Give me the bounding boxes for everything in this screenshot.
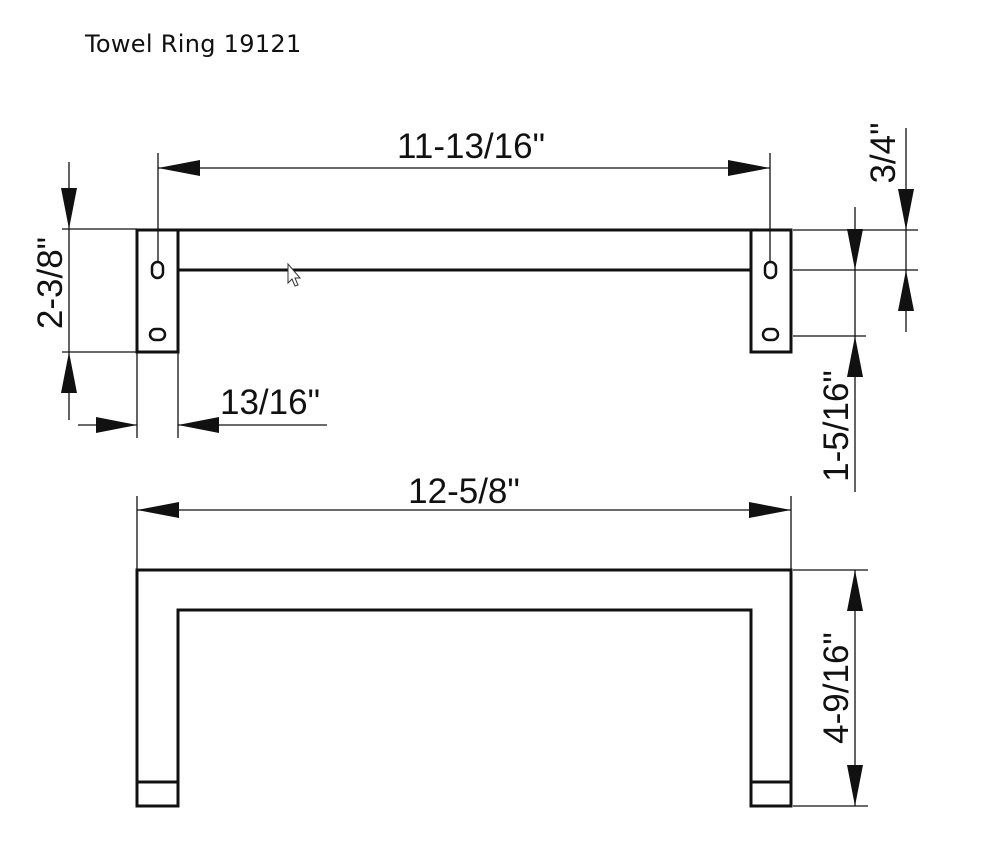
left-foot <box>135 780 180 808</box>
dimension-bracket-height: 2-3/8" <box>31 162 137 420</box>
dimension-top-width: 11-13/16" <box>157 127 771 262</box>
right-foot <box>749 780 793 808</box>
dim-label-bracket-height: 2-3/8" <box>31 237 70 329</box>
dim-label-top-offset: 3/4" <box>864 122 903 183</box>
ring-outer-edge <box>135 568 793 806</box>
right-bracket <box>749 228 793 354</box>
dimension-bracket-width: 13/16" <box>78 352 327 438</box>
dim-label-overall-width: 12-5/8" <box>408 472 520 511</box>
top-view <box>135 568 793 808</box>
mounting-hole-left-top <box>150 260 165 280</box>
dimension-projection: 4-9/16" <box>793 569 868 807</box>
dimension-overall-width: 12-5/8" <box>136 472 792 570</box>
dim-label-top-width: 11-13/16" <box>397 127 545 166</box>
mounting-hole-right-bottom <box>761 327 780 342</box>
dimension-top-offset: 3/4" <box>793 122 918 332</box>
mouse-cursor-icon <box>287 262 302 287</box>
dim-label-hole-spacing: 1-5/16" <box>817 370 856 482</box>
dimension-hole-spacing: 1-5/16" <box>793 207 866 492</box>
drawing-title: Towel Ring 19121 <box>85 30 302 58</box>
dim-label-projection: 4-9/16" <box>817 632 856 744</box>
ring-inner-edge <box>176 608 753 782</box>
front-view <box>135 228 793 354</box>
dim-label-bracket-width: 13/16" <box>220 383 320 422</box>
mounting-hole-left-bottom <box>148 327 167 342</box>
mounting-hole-right-top <box>763 260 778 280</box>
